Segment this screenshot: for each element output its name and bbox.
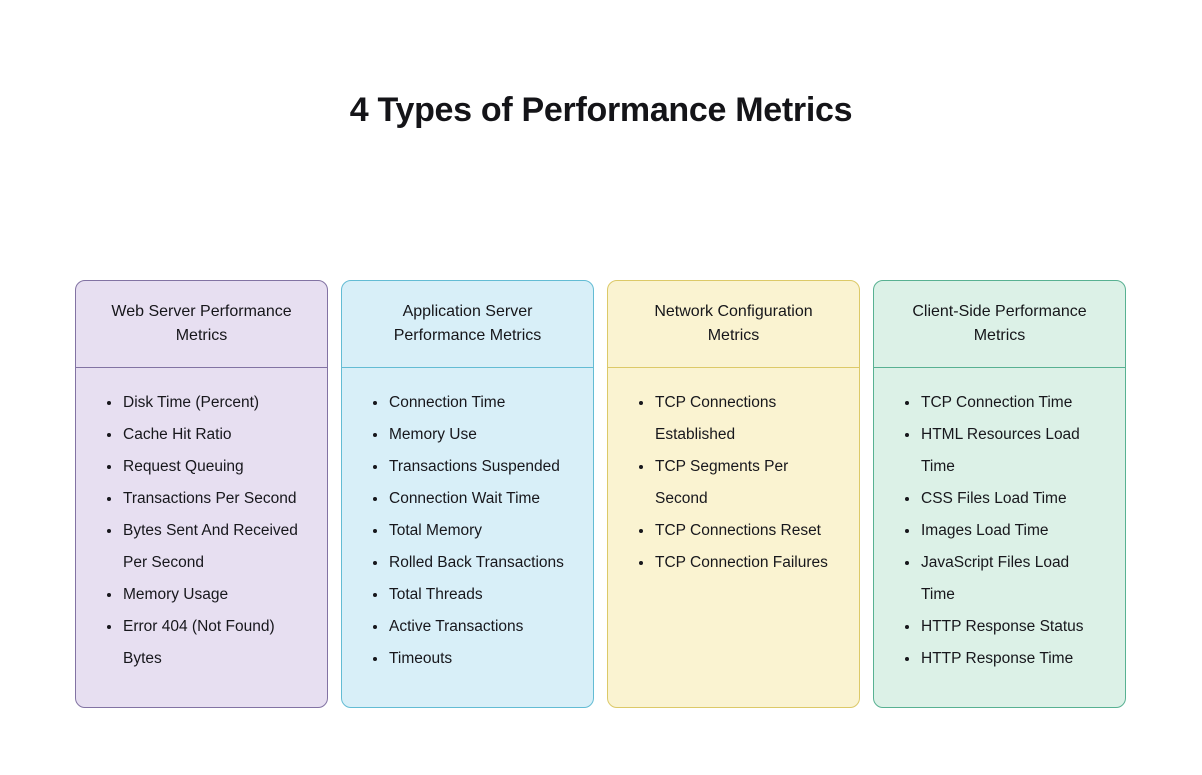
list-item: Active Transactions [388,611,572,643]
card-title: Network Configuration Metrics [654,303,813,344]
card-header: Network Configuration Metrics [608,281,859,368]
list-item: HTTP Response Time [920,643,1104,675]
infographic-page: 4 Types of Performance Metrics Web Serve… [0,90,1202,708]
card-list: Connection TimeMemory UseTransactions Su… [342,368,593,699]
card-header: Client-Side Performance Metrics [874,281,1125,368]
list-item: Memory Use [388,419,572,451]
metric-card-client-side: Client-Side Performance Metrics TCP Conn… [873,280,1126,708]
list-item: TCP Connections Established [654,387,838,451]
list-item: Cache Hit Ratio [122,419,306,451]
list-item: Memory Usage [122,579,306,611]
list-item: Connection Time [388,387,572,419]
list-item: Transactions Per Second [122,483,306,515]
list-item: Request Queuing [122,451,306,483]
list-item: TCP Connections Reset [654,515,838,547]
list-item: HTTP Response Status [920,611,1104,643]
list-item: Connection Wait Time [388,483,572,515]
card-list: TCP Connection TimeHTML Resources Load T… [874,368,1125,699]
cards-container: Web Server Performance Metrics Disk Time… [75,280,1126,708]
list-item: Total Threads [388,579,572,611]
list-item: Bytes Sent And Received Per Second [122,515,306,579]
list-item: Error 404 (Not Found) Bytes [122,611,306,675]
list-item: Images Load Time [920,515,1104,547]
list-item: TCP Segments Per Second [654,451,838,515]
list-item: Total Memory [388,515,572,547]
page-title: 4 Types of Performance Metrics [349,91,853,129]
list-item: Timeouts [388,643,572,675]
list-item: CSS Files Load Time [920,483,1104,515]
list-item: HTML Resources Load Time [920,419,1104,483]
card-header: Web Server Performance Metrics [76,281,327,368]
card-header: Application Server Performance Metrics [342,281,593,368]
list-item: JavaScript Files Load Time [920,547,1104,611]
metric-card-network-configuration: Network Configuration Metrics TCP Connec… [607,280,860,708]
list-item: Rolled Back Transactions [388,547,572,579]
list-item: TCP Connection Failures [654,547,838,579]
card-title: Web Server Performance Metrics [111,303,292,344]
list-item: Disk Time (Percent) [122,387,306,419]
list-item: Transactions Suspended [388,451,572,483]
card-list: TCP Connections EstablishedTCP Segments … [608,368,859,603]
metric-card-application-server: Application Server Performance Metrics C… [341,280,594,708]
card-list: Disk Time (Percent)Cache Hit RatioReques… [76,368,327,699]
card-title: Client-Side Performance Metrics [912,303,1087,344]
list-item: TCP Connection Time [920,387,1104,419]
metric-card-web-server: Web Server Performance Metrics Disk Time… [75,280,328,708]
card-title: Application Server Performance Metrics [393,303,542,344]
